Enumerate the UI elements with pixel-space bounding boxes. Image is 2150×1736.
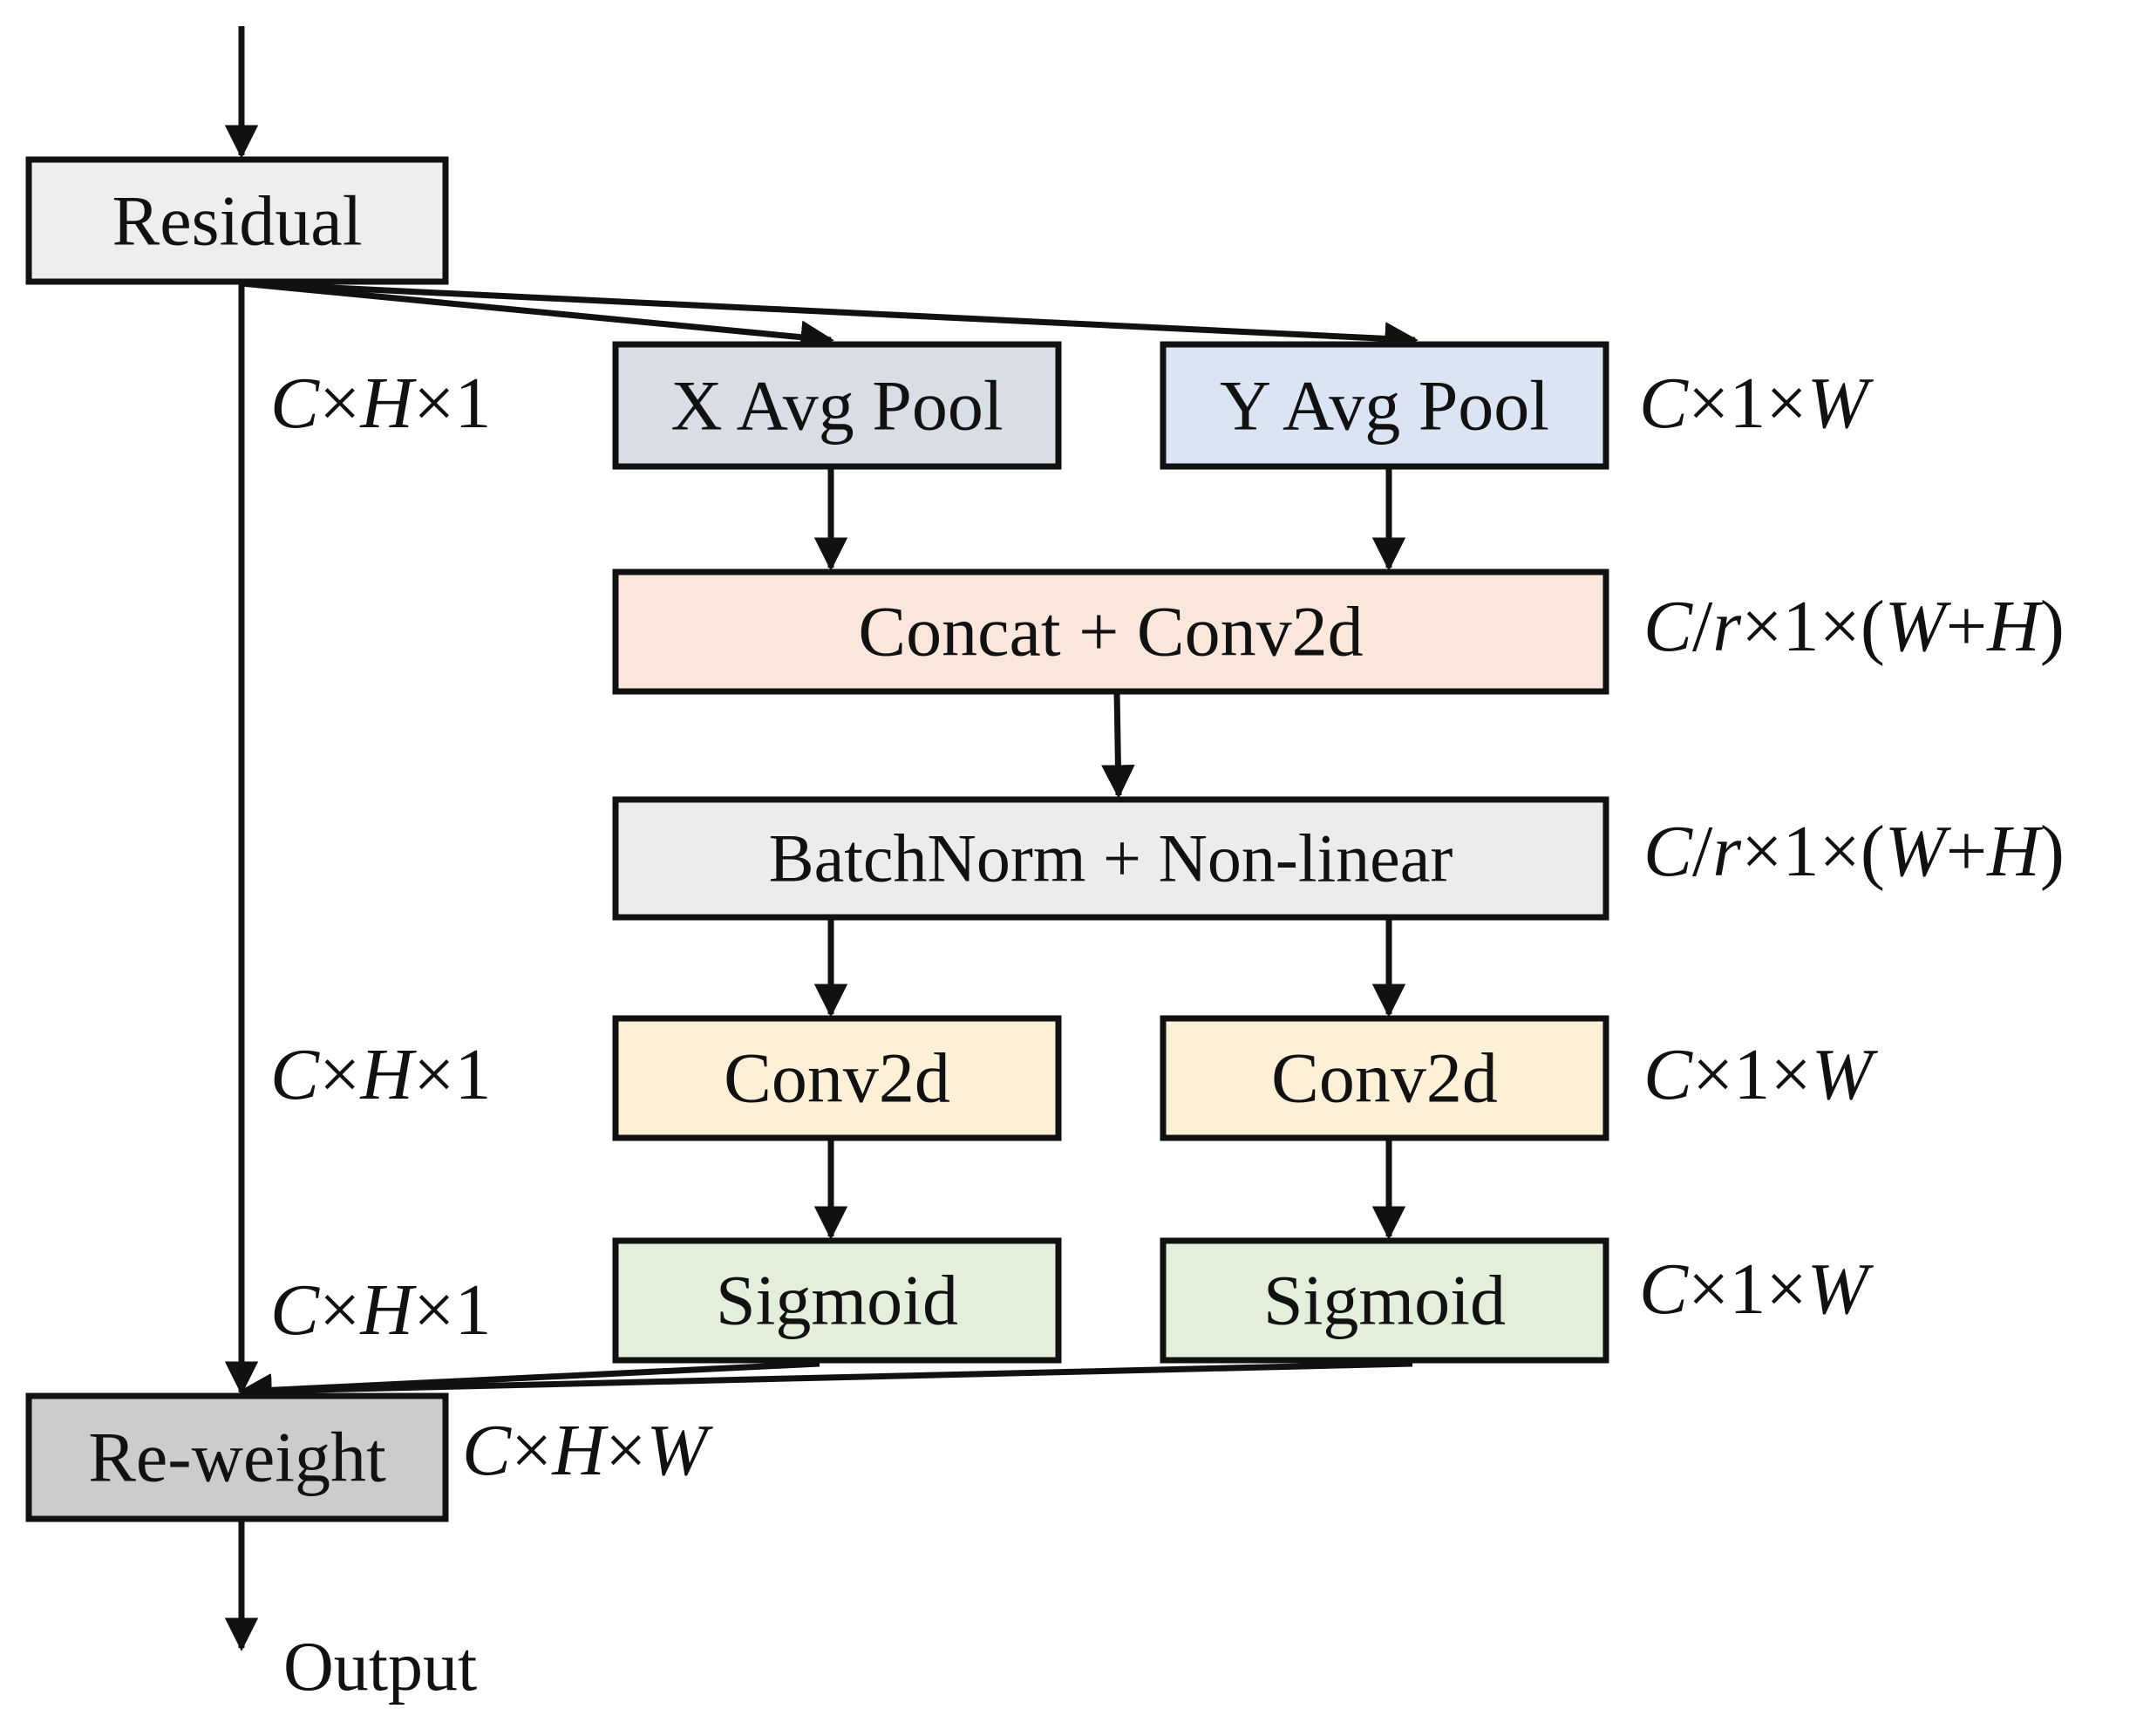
residual-box [25, 156, 449, 285]
dim-part: × [319, 363, 360, 444]
dim-part: r [1712, 811, 1741, 892]
node-concat-conv2d: Concat + Conv2d [612, 568, 1609, 695]
dim-part: ×1 [413, 1270, 491, 1351]
sigmoid-right-label: Sigmoid [1263, 1261, 1506, 1340]
reweight-label: Re-weight [88, 1418, 386, 1497]
dim-part: W [1885, 811, 1952, 892]
sigmoid-left-box [612, 1237, 1062, 1364]
dim-y-pool: C×1×W [1639, 363, 1874, 444]
x-avg-pool-label: X Avg Pool [670, 366, 1003, 446]
residual-to-ypool-arrow [241, 280, 1419, 356]
dim-part: W [1812, 1034, 1879, 1115]
dim-part: × [319, 1034, 360, 1115]
dim-part: / [1692, 586, 1713, 667]
dim-sigmoid-right: C×1×W [1639, 1249, 1874, 1330]
dim-part: ×1× [1688, 1249, 1807, 1330]
node-x-avg-pool: X Avg Pool [612, 341, 1062, 470]
dim-conv-left: C×H×1 [270, 1034, 491, 1115]
dim-sigmoid-left: C×H×1 [270, 1270, 491, 1351]
dim-x-pool: C×H×1 [270, 363, 491, 444]
dim-part: C [462, 1410, 512, 1491]
dim-part: H [1986, 586, 2044, 667]
dim-part: ×1 [413, 363, 491, 444]
node-batchnorm: BatchNorm + Non-linear [612, 796, 1609, 921]
dim-part: W [646, 1410, 713, 1491]
y-avg-pool-label: Y Avg Pool [1220, 366, 1549, 446]
conv2d-right-label: Conv2d [1271, 1038, 1498, 1118]
dim-part: ×1× [1688, 363, 1807, 444]
dim-part: × [605, 1410, 646, 1491]
reweight-box [25, 1392, 449, 1522]
concat-to-batchnorm-arrow [1101, 691, 1135, 799]
dim-part: H [359, 1034, 417, 1115]
residual-to-xpool-arrow [241, 280, 834, 354]
batchnorm-box [612, 796, 1609, 921]
dim-part: C [1643, 586, 1693, 667]
dim-part: W [1885, 586, 1952, 667]
dim-part: ×1×( [1741, 811, 1885, 892]
conv2d-right-box [1160, 1015, 1609, 1141]
dim-part: ) [2040, 811, 2065, 892]
dim-part: C [270, 1270, 320, 1351]
node-reweight: Re-weight [25, 1392, 449, 1522]
dim-part: + [1946, 586, 1987, 667]
sigmoid-right-to-reweight-arrow [238, 1360, 1413, 1408]
dim-part: ×1 [413, 1034, 491, 1115]
node-y-avg-pool: Y Avg Pool [1160, 341, 1609, 470]
batchnorm-label: BatchNorm + Non-linear [769, 820, 1453, 896]
dim-part: C [270, 363, 320, 444]
dim-part: C [1639, 1249, 1689, 1330]
dim-concat: C/r×1×(W+H) [1643, 586, 2065, 667]
residual-label: Residual [112, 181, 363, 261]
y-avg-pool-box [1160, 341, 1609, 470]
dim-part: H [551, 1410, 609, 1491]
connectors [224, 26, 1419, 1651]
dim-part: × [319, 1270, 360, 1351]
dim-part: C [1639, 363, 1689, 444]
output-label: Output [283, 1629, 477, 1705]
dim-conv-right: C×1×W [1643, 1034, 1879, 1115]
x-avg-pool-box [612, 341, 1062, 470]
dim-part: / [1692, 811, 1713, 892]
dim-part: ) [2040, 586, 2065, 667]
dim-part: × [511, 1410, 552, 1491]
dim-part: ×1× [1692, 1034, 1812, 1115]
dim-part: r [1712, 586, 1741, 667]
node-sigmoid-right: Sigmoid [1160, 1237, 1609, 1364]
conv2d-left-label: Conv2d [724, 1038, 950, 1118]
dim-part: C [1643, 1034, 1693, 1115]
dim-part: H [359, 1270, 417, 1351]
dim-part: ×1×( [1741, 586, 1885, 667]
sigmoid-right-box [1160, 1237, 1609, 1364]
dim-batchnorm: C/r×1×(W+H) [1643, 811, 2065, 892]
node-residual: Residual [25, 156, 449, 285]
concat-conv2d-box [612, 568, 1609, 695]
dim-part: W [1807, 1249, 1874, 1330]
conv2d-left-box [612, 1015, 1062, 1141]
dim-part: H [359, 363, 417, 444]
dim-part: H [1986, 811, 2044, 892]
node-conv2d-left: Conv2d [612, 1015, 1062, 1141]
sigmoid-left-label: Sigmoid [716, 1261, 958, 1340]
dim-part: C [270, 1034, 320, 1115]
dim-part: + [1946, 811, 1987, 892]
node-conv2d-right: Conv2d [1160, 1015, 1609, 1141]
node-sigmoid-left: Sigmoid [612, 1237, 1062, 1364]
dim-part: W [1807, 363, 1874, 444]
dim-reweight: C×H×W [462, 1410, 713, 1491]
dim-part: C [1643, 811, 1693, 892]
concat-conv2d-label: Concat + Conv2d [858, 592, 1363, 671]
